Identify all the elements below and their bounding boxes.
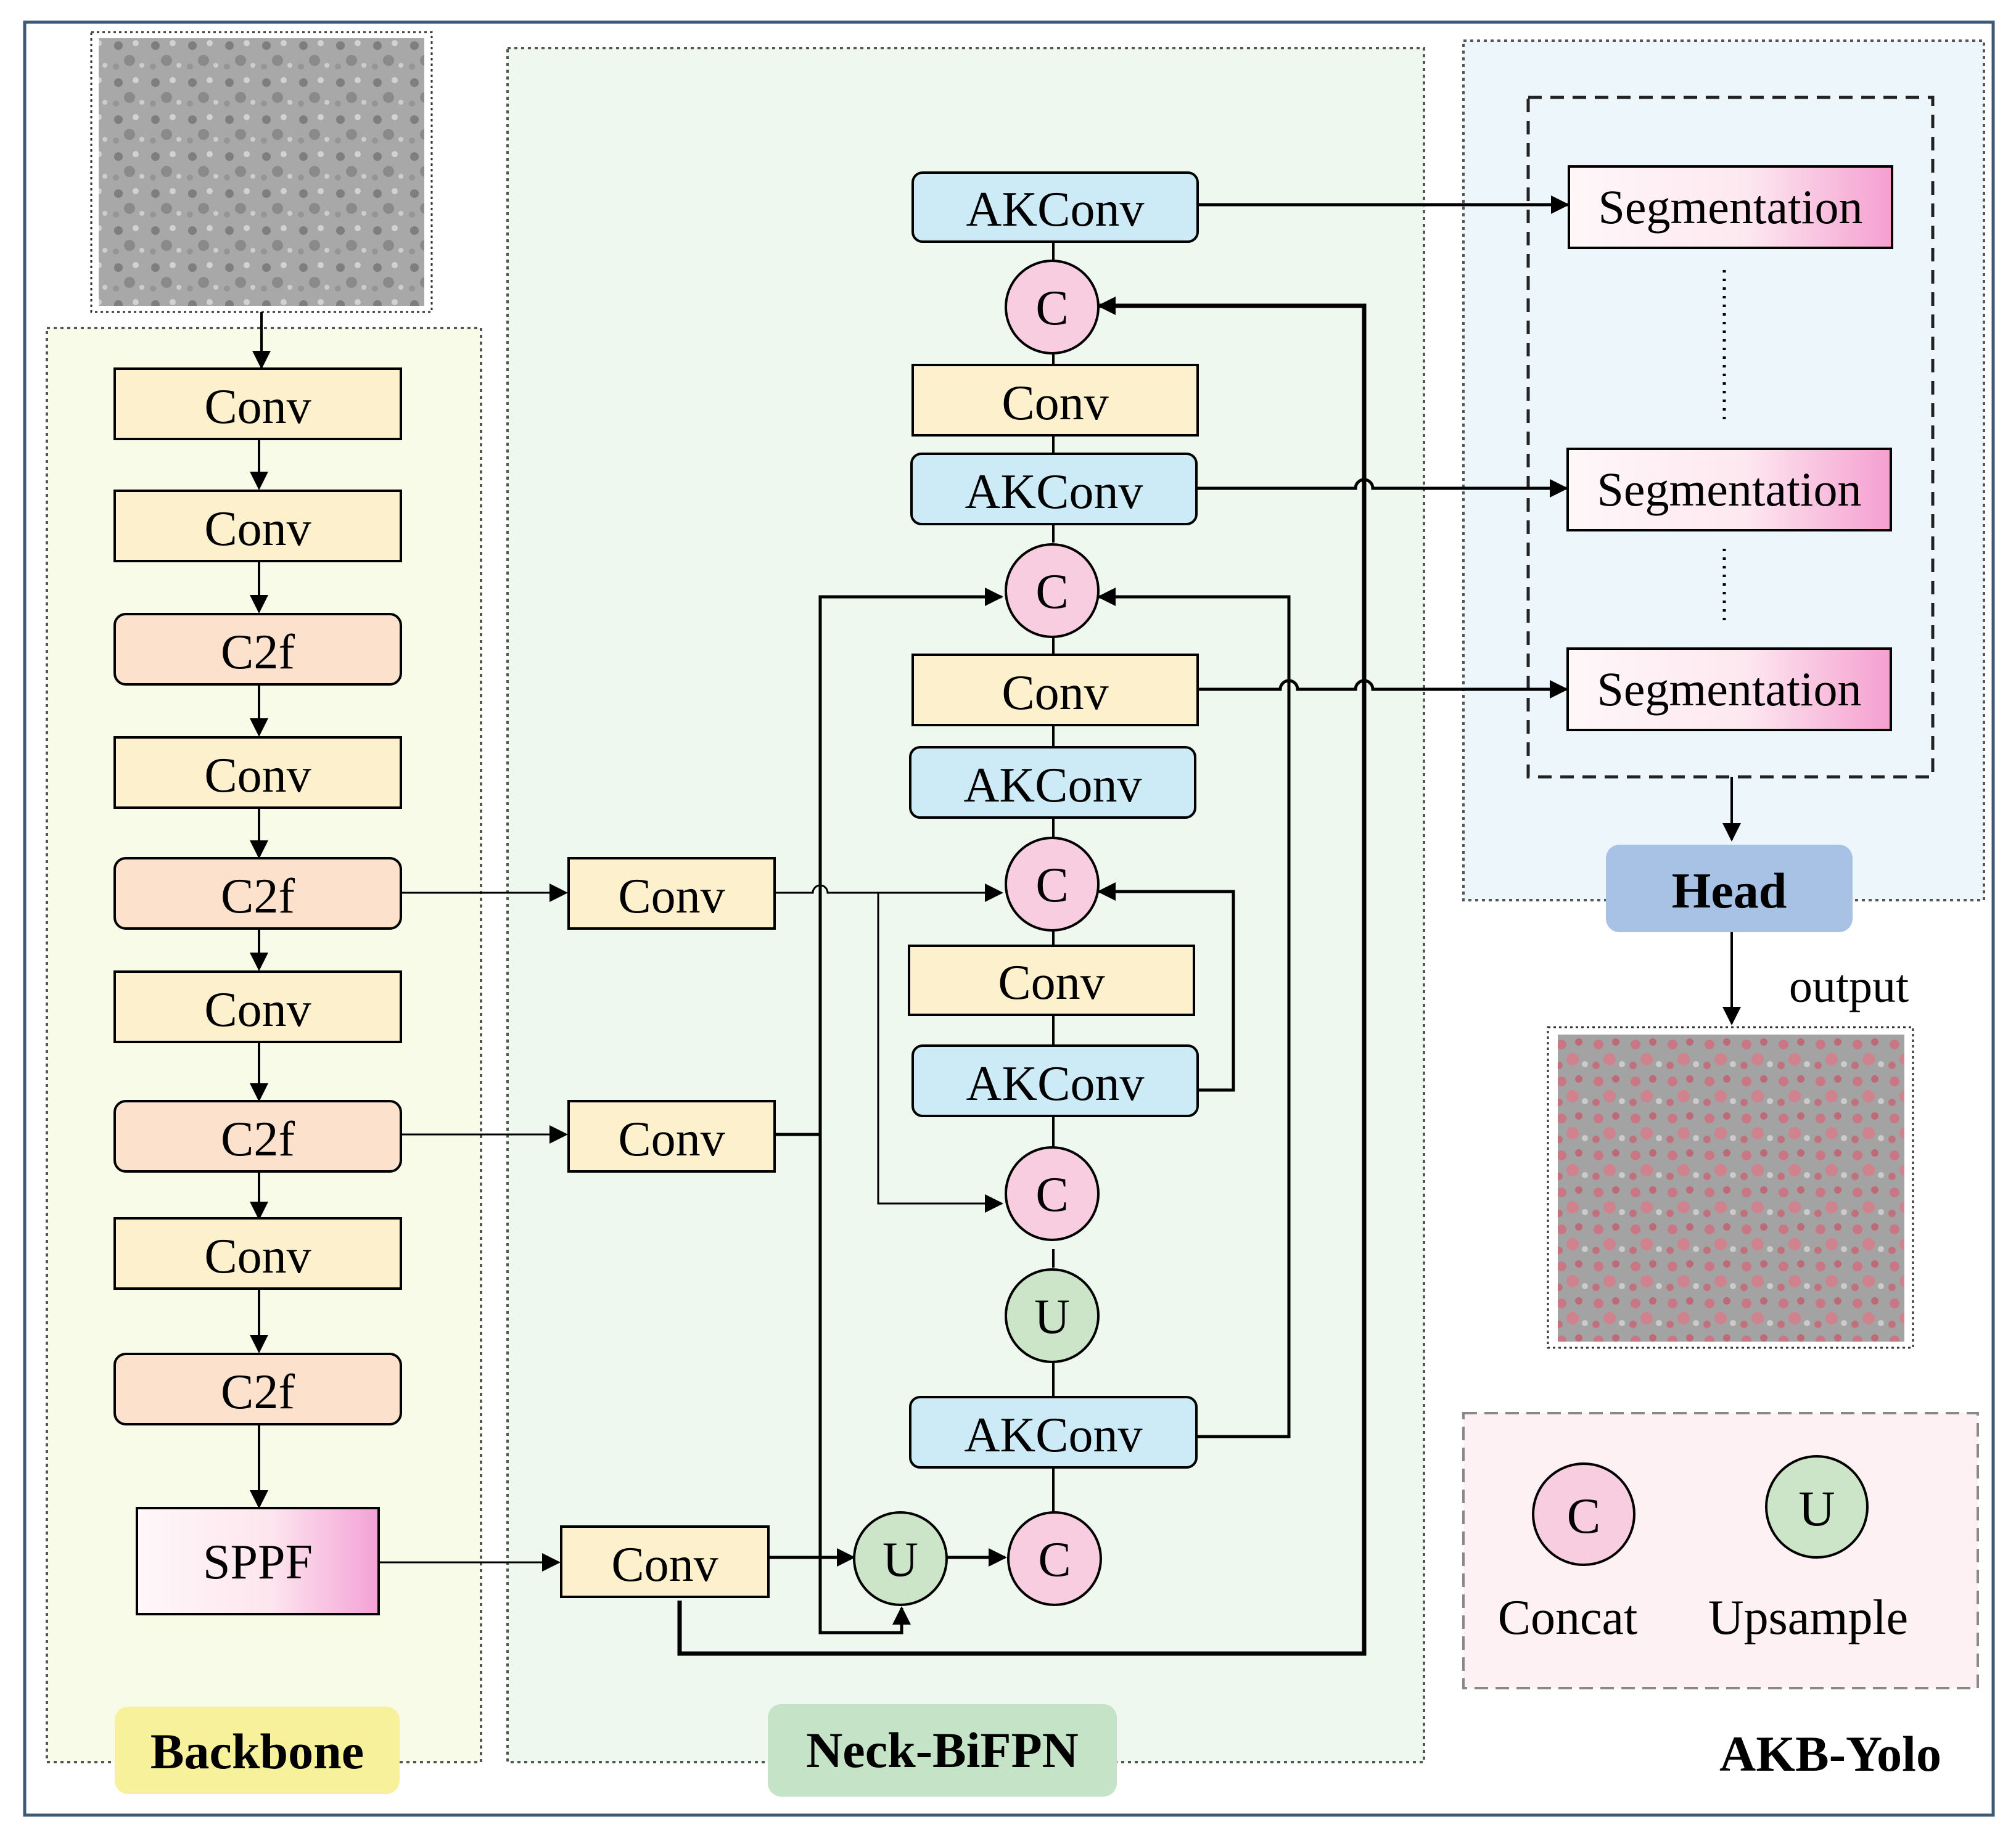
- legend-upsample-symbol: U: [1798, 1480, 1835, 1536]
- conv-col-2-label: Conv: [1002, 666, 1108, 720]
- concat-3: [1005, 837, 1100, 932]
- backbone-conv-3: [113, 736, 402, 809]
- concat-1: [1005, 260, 1100, 355]
- segmentation-2: [1566, 448, 1892, 531]
- lateral-conv-1-label: Conv: [618, 869, 725, 924]
- backbone-conv-5-label: Conv: [204, 1229, 311, 1284]
- backbone-tag-label: Backbone: [150, 1723, 364, 1779]
- conv-col-3-label: Conv: [998, 956, 1105, 1010]
- backbone-c2f-1: [113, 613, 402, 686]
- concat-4-label: C: [1035, 1168, 1068, 1222]
- akconv-3-label: AKConv: [964, 758, 1142, 813]
- concat-2-label: C: [1035, 565, 1068, 619]
- segmentation-3: [1566, 647, 1892, 731]
- head-segmentation: Segmentation Segmentation Segmentation: [1566, 165, 1893, 731]
- edge-conv1-to-concat-4: [877, 893, 1003, 1213]
- akconv-1: [911, 171, 1199, 243]
- lateral-conv-3-label: Conv: [611, 1538, 718, 1592]
- conv-col-3: [908, 945, 1195, 1016]
- backbone-c2f-1-label: C2f: [221, 625, 295, 679]
- lateral-conv-2-label: Conv: [618, 1112, 725, 1167]
- segmentation-1-label: Segmentation: [1598, 180, 1863, 234]
- head-tag: [1606, 845, 1853, 932]
- legend: C Concat U Upsample: [1498, 1455, 1908, 1645]
- neck-tag-label: Neck-BiFPN: [806, 1722, 1079, 1778]
- upsample-1-label: U: [1034, 1290, 1070, 1344]
- segmentation-3-label: Segmentation: [1597, 662, 1862, 716]
- upsample-2: [853, 1511, 948, 1606]
- upsample-1: [1005, 1268, 1100, 1363]
- neck-laterals: Conv Conv Conv: [560, 857, 776, 1598]
- backbone-sppf: [136, 1507, 380, 1615]
- diagram-title: AKB-Yolo: [1719, 1726, 1941, 1782]
- edge-conv2-to-concat-2: [818, 588, 1003, 1134]
- backbone-conv-4-label: Conv: [204, 983, 311, 1037]
- head-tag-label: Head: [1672, 863, 1787, 919]
- legend-upsample-icon: [1765, 1455, 1869, 1559]
- conv-col-2: [911, 654, 1199, 726]
- backbone-c2f-3-label: C2f: [221, 1112, 295, 1167]
- concat-3-label: C: [1035, 858, 1068, 912]
- legend-panel: [1462, 1412, 1979, 1689]
- upsample-2-label: U: [883, 1533, 918, 1587]
- edge-akconv4-to-concat-3: [1097, 882, 1235, 1092]
- akconv-5: [909, 1396, 1198, 1469]
- backbone-conv-1: [113, 367, 402, 440]
- akconv-2: [910, 453, 1198, 525]
- concat-1-label: C: [1035, 281, 1068, 335]
- neck-tag: [768, 1704, 1117, 1797]
- legend-upsample-label: Upsample: [1708, 1591, 1908, 1645]
- conv-col-1: [911, 364, 1199, 437]
- neck-column: AKConv C Conv AKConv C Conv AKConv C Con…: [853, 171, 1199, 1606]
- lateral-conv-3: [560, 1525, 770, 1598]
- output-label: output: [1789, 961, 1909, 1012]
- concat-4: [1005, 1146, 1100, 1241]
- akconv-4-label: AKConv: [966, 1057, 1145, 1111]
- legend-concat-symbol: C: [1567, 1488, 1601, 1544]
- backbone-conv-3-label: Conv: [204, 748, 311, 803]
- backbone-conv-4: [113, 970, 402, 1043]
- backbone-conv-5: [113, 1217, 402, 1290]
- backbone-sppf-label: SPPF: [203, 1535, 313, 1589]
- lateral-conv-1: [567, 857, 776, 930]
- backbone-conv-2: [113, 490, 402, 562]
- segmentation-1: [1568, 165, 1893, 249]
- backbone-c2f-4-label: C2f: [221, 1365, 295, 1419]
- akconv-2-label: AKConv: [965, 465, 1143, 519]
- backbone-c2f-2: [113, 857, 402, 930]
- akconv-5-label: AKConv: [965, 1408, 1143, 1462]
- concat-5: [1007, 1511, 1102, 1606]
- concat-2: [1005, 543, 1100, 638]
- akconv-1-label: AKConv: [966, 182, 1145, 237]
- edge-akconv2-to-seg-2: [1196, 478, 1568, 498]
- legend-concat-icon: [1532, 1462, 1635, 1566]
- akconv-4: [911, 1044, 1199, 1117]
- backbone-c2f-3: [113, 1100, 402, 1173]
- segmentation-2-label: Segmentation: [1597, 462, 1862, 516]
- backbone-conv-1-label: Conv: [204, 380, 311, 434]
- backbone-blocks: Conv Conv C2f Conv C2f Conv C2f Conv C2f…: [113, 367, 402, 1615]
- concat-5-label: C: [1038, 1533, 1071, 1587]
- segmentation-group: [1526, 96, 1935, 779]
- edge-conv3-to-concat-1: [677, 297, 1367, 1656]
- akconv-3: [909, 746, 1196, 819]
- backbone-tag: [115, 1707, 400, 1794]
- edge-akconv5-to-concat-2: [1097, 588, 1291, 1438]
- input-cell-image: [99, 38, 424, 306]
- legend-concat-label: Concat: [1498, 1591, 1638, 1645]
- backbone-c2f-4: [113, 1353, 402, 1425]
- output-segmented-image: [1558, 1035, 1904, 1342]
- lateral-conv-2: [567, 1100, 776, 1173]
- edge-conv-to-seg-3: [1198, 679, 1568, 699]
- edge-conv1-to-concat-3: [775, 884, 1003, 902]
- conv-col-1-label: Conv: [1002, 376, 1108, 430]
- backbone-c2f-2-label: C2f: [221, 869, 295, 924]
- backbone-conv-2-label: Conv: [204, 502, 311, 556]
- edge-conv2-to-upsample: [775, 1133, 911, 1634]
